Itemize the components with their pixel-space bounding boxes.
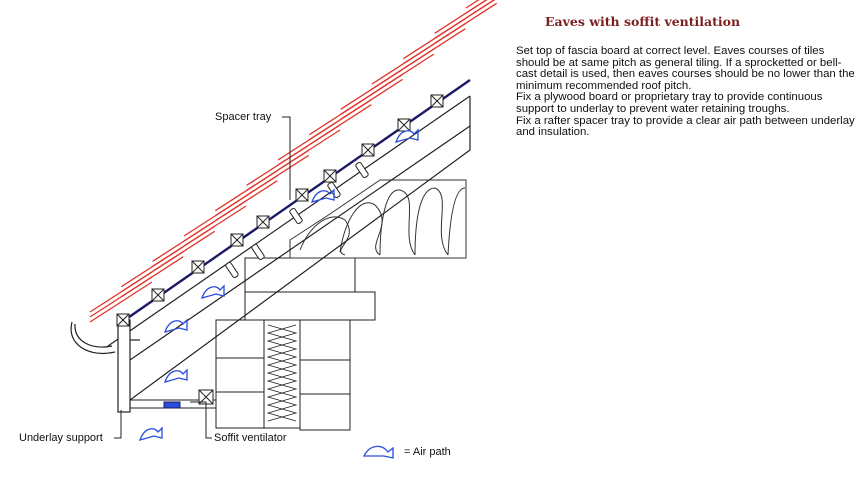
batten-cross [397, 118, 411, 132]
ceiling-insulation [289, 179, 467, 259]
tile-battens [116, 94, 444, 327]
tile [465, 0, 488, 14]
tile [246, 154, 310, 196]
batten-cross [191, 260, 205, 274]
description-paragraph: Set top of fascia board at correct level… [516, 45, 855, 92]
tile [465, 0, 496, 19]
label-spacer-tray: Spacer tray [215, 111, 272, 123]
description-paragraph: Fix a plywood board or proprietary tray … [516, 91, 823, 115]
tile [434, 0, 488, 34]
label-underlay-support: Underlay support [19, 432, 103, 444]
air-arrow [163, 368, 188, 383]
tile [152, 230, 216, 272]
tile [120, 256, 184, 298]
air-path-arrows [138, 128, 419, 441]
tile [465, 0, 480, 9]
batten-cross [151, 288, 165, 302]
tile [371, 53, 435, 95]
description: Set top of fascia board at correct level… [516, 45, 861, 139]
batten-cross [295, 188, 309, 202]
description-paragraph: Fix a rafter spacer tray to provide a cl… [516, 114, 855, 139]
batten-cross [323, 169, 337, 183]
batten-cross [230, 233, 244, 247]
air-arrow [394, 128, 419, 143]
air-arrow [138, 426, 163, 441]
label-soffit-ventilator: Soffit ventilator [214, 432, 287, 444]
leader-lines [114, 116, 291, 439]
tile [277, 129, 341, 171]
batten-cross [361, 143, 375, 157]
roof-tiles [89, 0, 498, 323]
tile [402, 28, 466, 70]
tile [340, 78, 404, 120]
diagram-title: Eaves with soffit ventilation [545, 14, 741, 29]
tile [434, 0, 496, 39]
batten-cross [430, 94, 444, 108]
tile [89, 281, 153, 323]
tile [434, 2, 498, 44]
spacer-tray-clips [225, 161, 369, 279]
air-path-legend-icon [362, 445, 394, 459]
spacer-clip [355, 161, 369, 179]
batten-cross [256, 215, 270, 229]
tile [308, 104, 372, 146]
batten-cross [116, 313, 130, 327]
tile [183, 205, 247, 247]
air-arrow [200, 284, 225, 299]
spacer-clip [289, 207, 303, 225]
spacer-clip [251, 243, 265, 261]
tile [214, 180, 278, 222]
fascia-and-gutter [70, 319, 140, 413]
wall-and-ceiling [130, 257, 376, 431]
label-air-path-legend: = Air path [404, 446, 451, 458]
air-arrow [310, 188, 335, 203]
air-arrow [163, 318, 188, 333]
spacer-clip [225, 261, 239, 279]
